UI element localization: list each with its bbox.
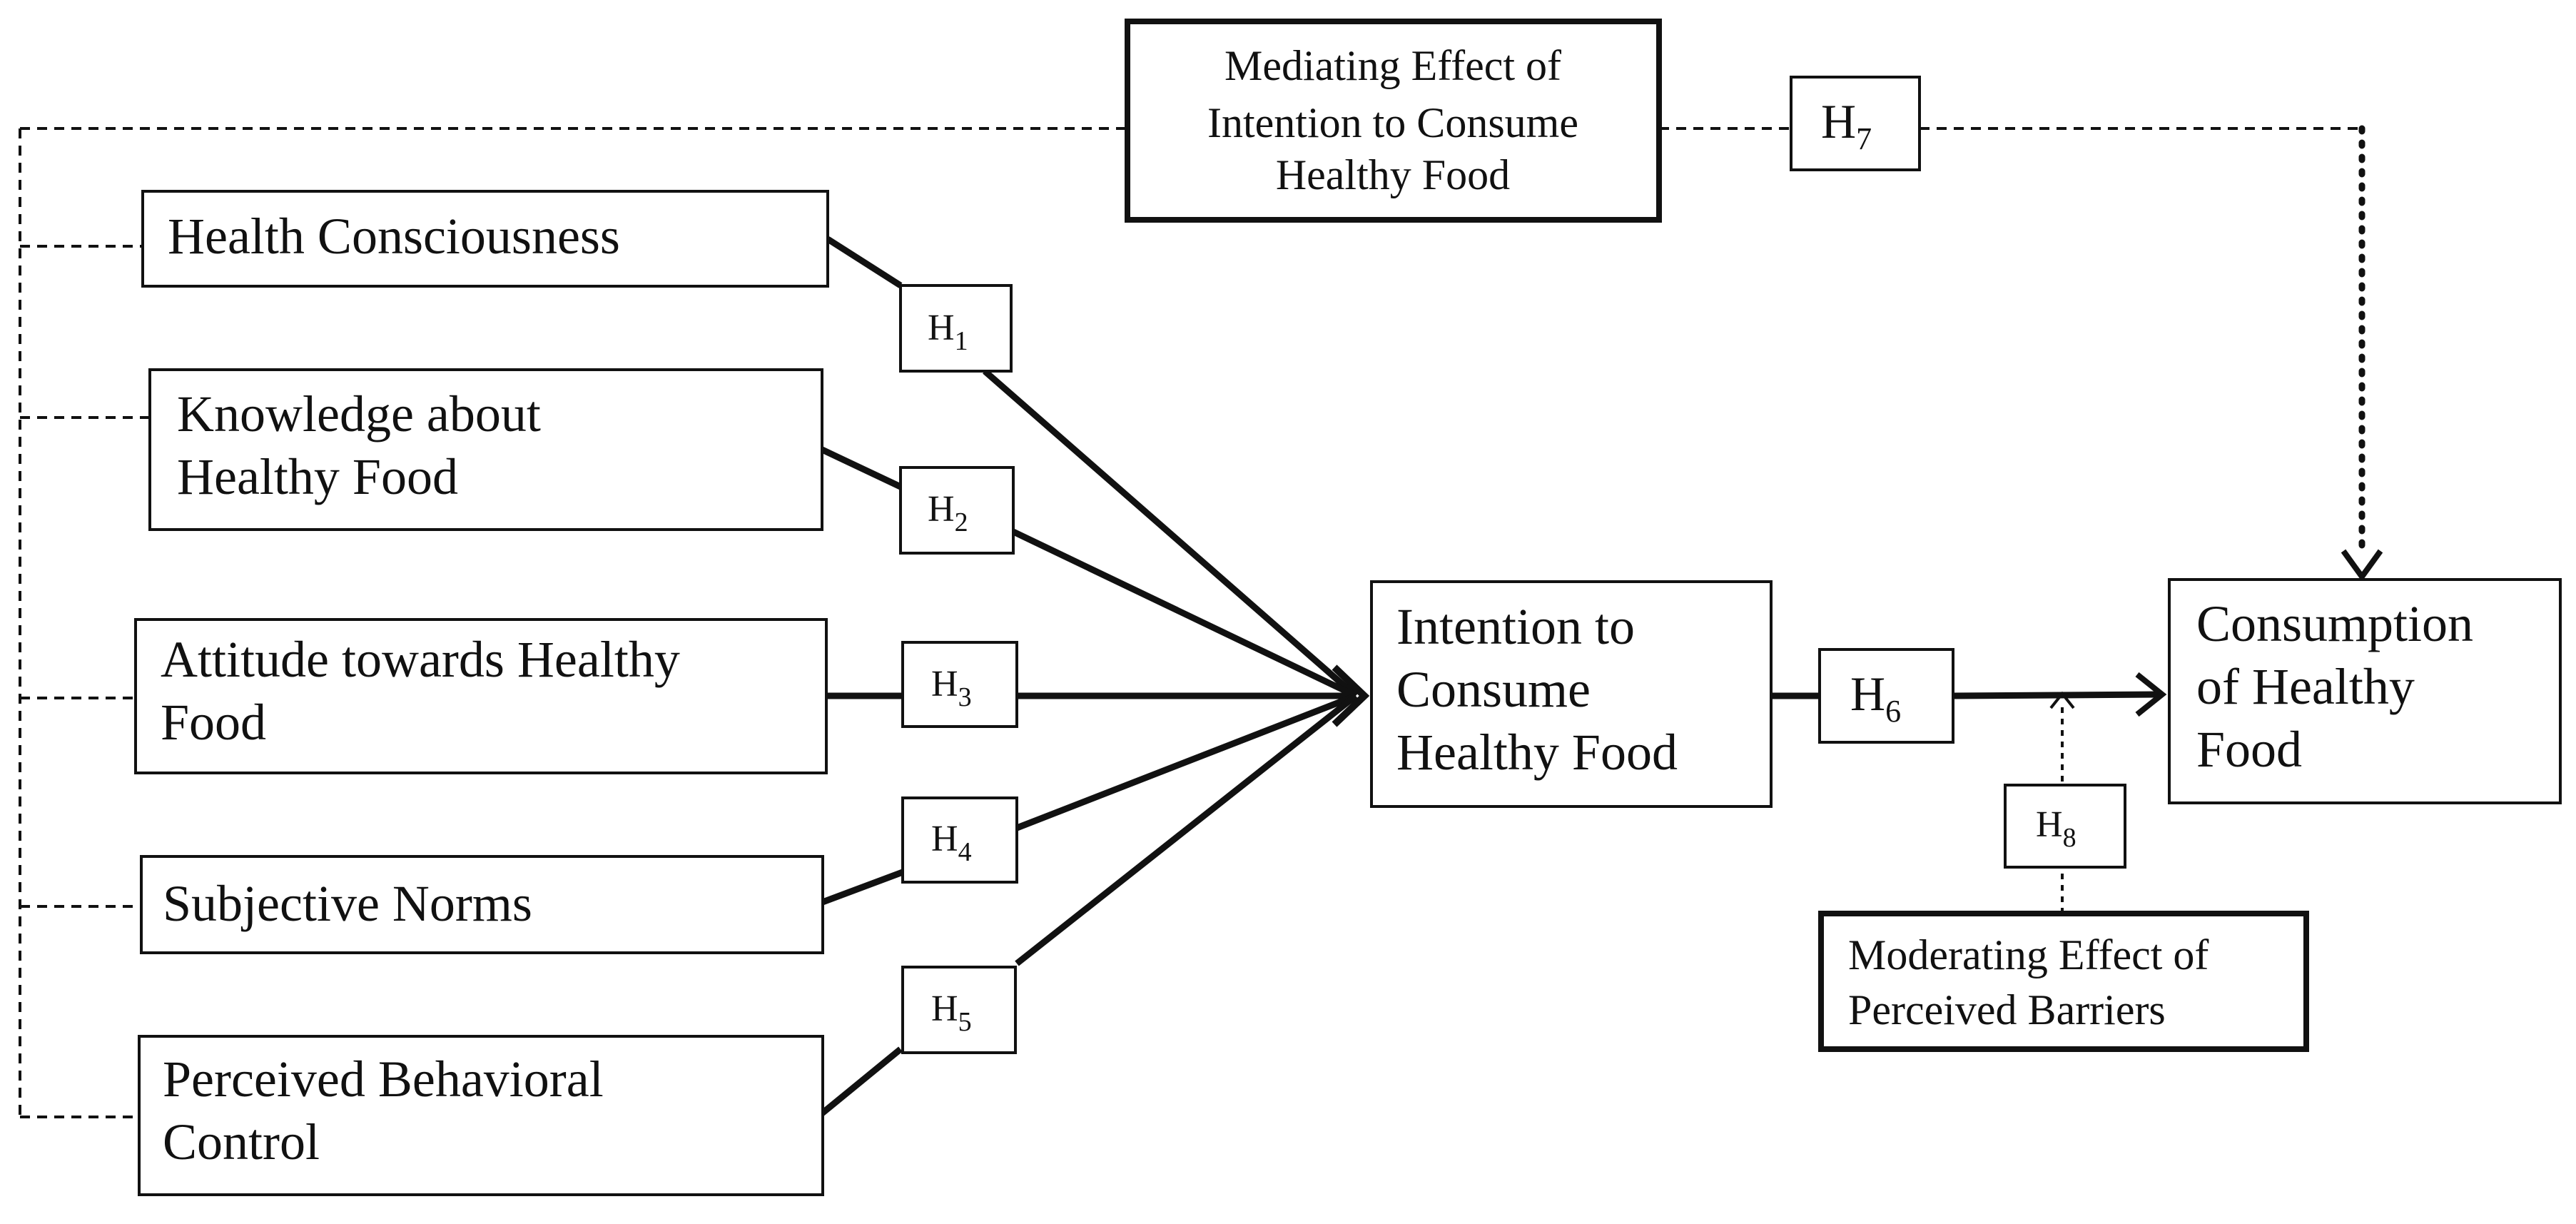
construct-label: Subjective Norms	[163, 875, 532, 932]
construct-label-line-1: Consumption	[2196, 595, 2473, 652]
mediating-label-line-1: Mediating Effect of	[1224, 42, 1561, 89]
mediation-dashed-frame	[19, 127, 2362, 1118]
h8-letter: H	[2036, 804, 2063, 845]
h1-arrow	[826, 236, 903, 288]
svg-text:Control: Control	[163, 1113, 320, 1170]
svg-text:H7: H7	[1821, 94, 1872, 156]
construct-label-line-2: Control	[163, 1113, 320, 1170]
construct-label-line-2: Healthy Food	[177, 448, 458, 505]
construct-label-line-2: Consume	[1396, 661, 1591, 718]
construct-label-line-2: Food	[161, 694, 266, 751]
svg-text:Mediating Effect of: Mediating Effect of	[1224, 42, 1561, 89]
h5-subscript: 5	[958, 1007, 972, 1037]
h1-arrow-2	[983, 368, 1358, 699]
svg-text:Healthy Food: Healthy Food	[1276, 151, 1510, 198]
svg-text:of Healthy: of Healthy	[2196, 658, 2415, 715]
svg-text:H8: H8	[2036, 804, 2076, 853]
construct-label: Health Consciousness	[168, 208, 620, 265]
intention-arrowhead	[1332, 664, 1370, 727]
construct-label-line-1: Knowledge about	[177, 385, 541, 442]
construct-label-line-3: Healthy Food	[1396, 724, 1678, 781]
h3-subscript: 3	[958, 682, 972, 712]
h6-letter: H	[1850, 667, 1885, 721]
construct-intention: Intention to Consume Healthy Food	[1370, 580, 1773, 808]
h4-letter: H	[931, 819, 958, 859]
h2-arrow	[821, 446, 902, 490]
svg-text:Intention to Consume: Intention to Consume	[1207, 99, 1578, 146]
svg-text:H3: H3	[931, 664, 972, 712]
construct-subjective-norms: Subjective Norms	[140, 855, 824, 954]
construct-label-line-3: Food	[2196, 721, 2302, 778]
svg-text:Food: Food	[2196, 721, 2302, 778]
h1-subscript: 1	[955, 326, 968, 356]
svg-text:H1: H1	[928, 308, 968, 356]
h7-dotted-arrow	[2341, 125, 2383, 582]
svg-text:Food: Food	[161, 694, 266, 751]
construct-consumption: Consumption of Healthy Food	[2168, 578, 2562, 804]
svg-text:Subjective Norms: Subjective Norms	[163, 875, 532, 932]
svg-text:Knowledge about: Knowledge about	[177, 385, 541, 442]
h5-arrow-2	[1015, 693, 1358, 966]
svg-text:Moderating Effect of: Moderating Effect of	[1848, 931, 2209, 978]
hypothesis-h8: H8	[2004, 784, 2126, 869]
construct-perceived-behavioral-control: Perceived Behavioral Control	[138, 1035, 824, 1196]
svg-text:Healthy Food: Healthy Food	[1396, 724, 1678, 781]
h6-subscript: 6	[1885, 694, 1901, 729]
h2-arrow-2	[1012, 528, 1357, 699]
h6-arrow	[1771, 672, 2167, 717]
h8-subscript: 8	[2063, 823, 2076, 853]
hypothesis-h3: H3	[901, 641, 1018, 728]
svg-text:Consume: Consume	[1396, 661, 1591, 718]
construct-label-line-1: Perceived Behavioral	[163, 1051, 604, 1108]
h4-arrow-2	[1015, 692, 1357, 831]
svg-text:Perceived Behavioral: Perceived Behavioral	[163, 1051, 604, 1108]
construct-label-line-2: of Healthy	[2196, 658, 2415, 715]
svg-text:H2: H2	[928, 489, 968, 537]
svg-text:Intention to: Intention to	[1396, 598, 1635, 655]
mediating-label-line-3: Healthy Food	[1276, 151, 1510, 198]
construct-label-line-1: Intention to	[1396, 598, 1635, 655]
hypothesis-h7: H7	[1790, 76, 1921, 171]
hypothesis-h2: H2	[899, 466, 1015, 555]
hypothesis-h4: H4	[901, 796, 1018, 884]
construct-knowledge-healthy-food: Knowledge about Healthy Food	[148, 368, 823, 531]
h5-arrow	[820, 1046, 903, 1116]
h7-subscript: 7	[1856, 121, 1872, 156]
svg-text:Perceived Barriers: Perceived Barriers	[1848, 986, 2166, 1033]
mediating-effect-box: Mediating Effect of Intention to Consume…	[1125, 19, 1662, 223]
svg-text:Attitude towards Healthy: Attitude towards Healthy	[161, 631, 680, 688]
svg-text:Health Consciousness: Health Consciousness	[168, 208, 620, 265]
h7-letter: H	[1821, 94, 1856, 148]
h5-letter: H	[931, 988, 958, 1029]
construct-health-consciousness: Health Consciousness	[141, 190, 829, 288]
construct-attitude: Attitude towards Healthy Food	[134, 618, 828, 774]
h2-letter: H	[928, 489, 955, 530]
moderating-label-line-2: Perceived Barriers	[1848, 986, 2166, 1033]
mediating-label-line-2: Intention to Consume	[1207, 99, 1578, 146]
moderating-label-line-1: Moderating Effect of	[1848, 931, 2209, 978]
svg-text:H6: H6	[1850, 667, 1901, 729]
construct-label-line-1: Attitude towards Healthy	[161, 631, 680, 688]
h1-letter: H	[928, 308, 955, 348]
hypothesis-h6: H6	[1818, 648, 1954, 744]
hypothesis-h5: H5	[901, 966, 1017, 1054]
moderating-effect-box: Moderating Effect of Perceived Barriers	[1818, 911, 2309, 1052]
h2-subscript: 2	[955, 507, 968, 537]
h4-arrow	[819, 869, 904, 906]
svg-text:Healthy Food: Healthy Food	[177, 448, 458, 505]
hypothesis-h1: H1	[899, 284, 1013, 373]
h3-letter: H	[931, 664, 958, 704]
svg-text:H4: H4	[931, 819, 972, 867]
predictor-arrows	[819, 236, 1370, 1116]
svg-text:H5: H5	[931, 988, 972, 1037]
svg-text:Consumption: Consumption	[2196, 595, 2473, 652]
h4-subscript: 4	[958, 837, 972, 867]
